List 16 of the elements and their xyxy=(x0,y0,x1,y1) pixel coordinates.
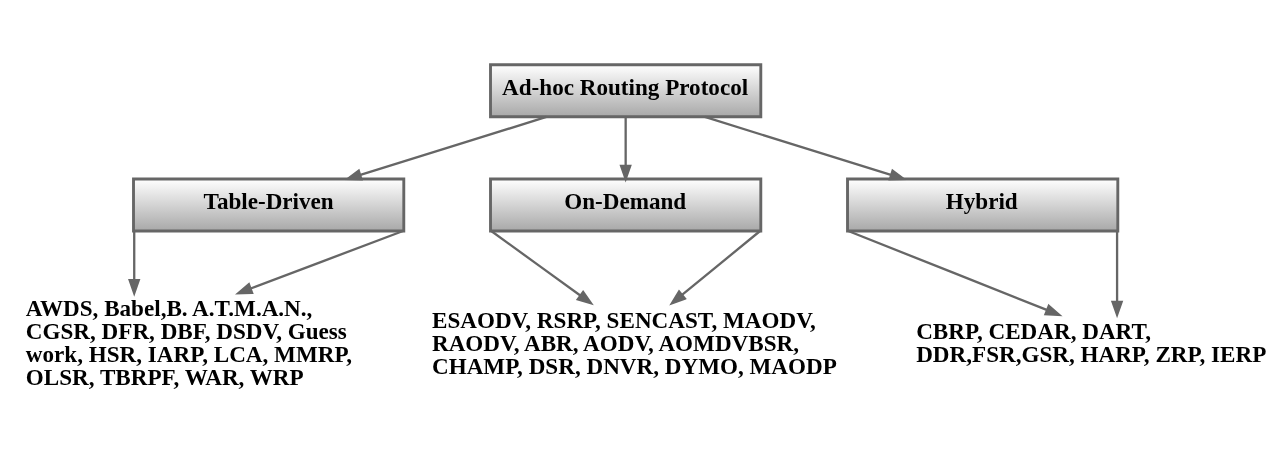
node-box: On-Demand xyxy=(489,177,763,233)
node-text: CBRP, CEDAR, DART, DDR,FSR,GSR, HARP, ZRP, IERP xyxy=(916,318,1267,368)
node-text: ESAODV, RSRP, SENCAST, MAODV, RAODV, ABR, AODV, AOMDVBSR, CHAMP, DSR, DNVR, DYMO, MAODP xyxy=(431,306,837,379)
arrow xyxy=(128,231,141,297)
arrow xyxy=(669,230,761,306)
node-box: Hybrid xyxy=(846,177,1120,233)
arrow xyxy=(847,229,1063,317)
arrow xyxy=(344,115,547,181)
node-box: Ad-hoc Routing Protocol xyxy=(489,63,763,119)
node-box: Table-Driven xyxy=(132,177,406,233)
arrow xyxy=(704,115,907,181)
arrow xyxy=(1110,231,1124,319)
arrow xyxy=(490,230,594,306)
arrow xyxy=(619,116,632,183)
node-text: AWDS, Babel,B. A.T.M.A.N., CGSR, DFR, DBF, DSDV, Guess work, HSR, IARP, LCA, MMRP, OLSR, TBRPF, WAR, WRP xyxy=(25,294,353,391)
arrow xyxy=(235,229,404,295)
